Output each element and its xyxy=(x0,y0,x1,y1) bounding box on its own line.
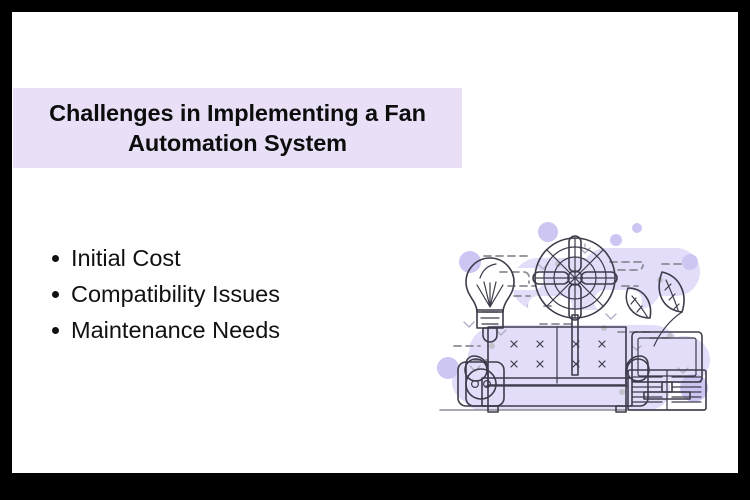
list-item-label: Initial Cost xyxy=(71,245,181,271)
list-item: Compatibility Issues xyxy=(32,276,280,312)
light-bulb-icon xyxy=(465,257,515,343)
bullet-dot-icon xyxy=(52,255,59,262)
smart-home-living-room-illustration: .ol { fill:none; stroke:#3c3c4a; stroke-… xyxy=(432,210,722,430)
slide-canvas: Challenges in Implementing a Fan Automat… xyxy=(12,12,738,473)
page-title: Challenges in Implementing a Fan Automat… xyxy=(49,100,426,156)
cabinet-icon xyxy=(627,369,707,411)
sofa-icon xyxy=(464,326,650,413)
bullet-dot-icon xyxy=(52,327,59,334)
bullet-dot-icon xyxy=(52,291,59,298)
leaves-icon xyxy=(625,271,685,347)
challenges-list: Initial Cost Compatibility Issues Mainte… xyxy=(32,240,280,348)
list-item-label: Compatibility Issues xyxy=(71,281,280,307)
list-item: Maintenance Needs xyxy=(32,312,280,348)
pedestal-fan-icon xyxy=(532,235,618,376)
title-band: Challenges in Implementing a Fan Automat… xyxy=(13,88,462,168)
list-item: Initial Cost xyxy=(32,240,280,276)
list-item-label: Maintenance Needs xyxy=(71,317,281,343)
